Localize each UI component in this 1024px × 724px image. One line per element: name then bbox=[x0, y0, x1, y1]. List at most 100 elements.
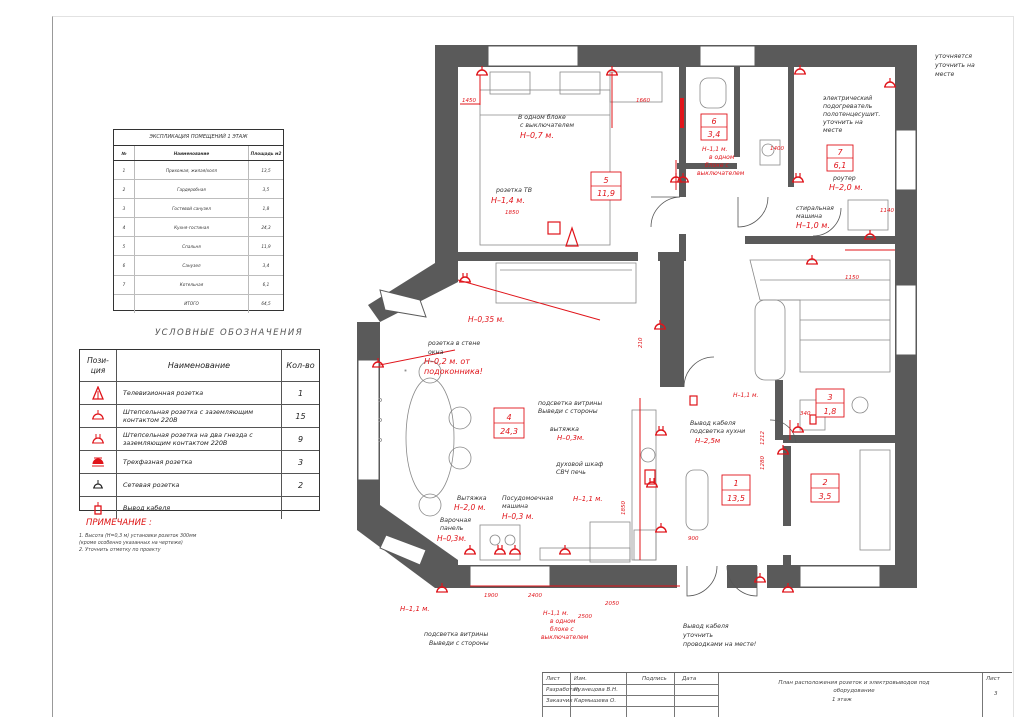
row-area: 3,5 bbox=[262, 186, 270, 192]
svg-text:блоке с: блоке с bbox=[705, 162, 729, 169]
socket-icon bbox=[883, 77, 897, 88]
svg-text:Варочная: Варочная bbox=[440, 517, 471, 524]
explication-table: ЭКСПЛИКАЦИЯ ПОМЕЩЕНИЙ 1 ЭТАЖ № Наименова… bbox=[113, 129, 284, 313]
svg-text:11,9: 11,9 bbox=[597, 189, 615, 198]
svg-text:900: 900 bbox=[688, 536, 699, 542]
electrical-lines bbox=[379, 72, 895, 587]
svg-text:3,4: 3,4 bbox=[708, 130, 721, 139]
svg-text:уточняется: уточняется bbox=[934, 53, 972, 60]
cable-outlet-icon bbox=[689, 395, 698, 406]
row-no: 7 bbox=[114, 275, 135, 294]
legend-row: Телевизионная розетка 1 bbox=[80, 382, 319, 405]
legend-header-qty: Кол-во bbox=[286, 361, 315, 370]
tb-chk-label: Заказчик bbox=[546, 698, 573, 704]
explication-title: ЭКСПЛИКАЦИЯ ПОМЕЩЕНИЙ 1 ЭТАЖ bbox=[114, 130, 283, 146]
row-area: 6,1 bbox=[262, 282, 270, 288]
legend-row: Вывод кабеля bbox=[80, 497, 319, 519]
svg-text:блоке с: блоке с bbox=[550, 626, 574, 633]
svg-text:2400: 2400 bbox=[528, 593, 542, 599]
svg-text:Вытяжка: Вытяжка bbox=[457, 495, 487, 502]
tb-dev-label: Разработал bbox=[546, 687, 580, 693]
legend-row: Сетевая розетка 2 bbox=[80, 474, 319, 497]
row-name: Гардеробная bbox=[135, 180, 249, 199]
svg-text:Выведи с стороны: Выведи с стороны bbox=[429, 640, 489, 647]
svg-text:месте: месте bbox=[935, 71, 954, 78]
svg-text:Н–2,0 м.: Н–2,0 м. bbox=[454, 503, 486, 512]
room-3: 31,8 bbox=[815, 388, 845, 418]
row-no: 6 bbox=[114, 256, 135, 275]
interior-walls bbox=[458, 67, 895, 567]
windows bbox=[357, 45, 917, 588]
svg-text:1450: 1450 bbox=[462, 98, 476, 104]
svg-text:6,1: 6,1 bbox=[834, 161, 847, 170]
svg-text:полотенцесушит.: полотенцесушит. bbox=[823, 111, 880, 118]
row-name: Гостевой санузел bbox=[135, 199, 249, 218]
svg-text:Н–1,0 м.: Н–1,0 м. bbox=[796, 221, 830, 230]
row-area: 13,5 bbox=[261, 167, 271, 173]
svg-text:Н–0,3м.: Н–0,3м. bbox=[557, 434, 584, 442]
svg-text:уточнить на: уточнить на bbox=[934, 62, 975, 69]
svg-text:Н–1,1 м.: Н–1,1 м. bbox=[733, 392, 758, 399]
tb-sheet-label: Лист bbox=[986, 676, 1000, 682]
svg-text:Н–1,1 м.: Н–1,1 м. bbox=[702, 146, 727, 153]
row-name: Кухня-гостиная bbox=[135, 218, 249, 237]
legend-qty: 9 bbox=[297, 434, 304, 444]
svg-text:Н–2,0 м.: Н–2,0 м. bbox=[829, 183, 863, 192]
socket-icon bbox=[791, 422, 805, 433]
row-area: 64,5 bbox=[261, 301, 271, 307]
svg-text:месте: месте bbox=[823, 127, 842, 134]
legend-name: Сетевая розетка bbox=[117, 474, 282, 496]
legend-name: Штепсельная розетка на два гнезда с зазе… bbox=[117, 428, 282, 450]
svg-text:1400: 1400 bbox=[770, 146, 784, 152]
svg-text:2: 2 bbox=[822, 478, 827, 487]
three-phase-socket-icon bbox=[80, 451, 117, 473]
legend-qty: 3 bbox=[297, 457, 304, 467]
legend-qty: 1 bbox=[297, 388, 304, 398]
note-text: 1. Высота (Н=0,3 м) установки розеток 30… bbox=[79, 533, 279, 554]
svg-text:1150: 1150 bbox=[845, 275, 859, 281]
row-no: 4 bbox=[114, 218, 135, 237]
svg-text:Н–1,1 м.: Н–1,1 м. bbox=[400, 605, 430, 613]
svg-text:Посудомоечная: Посудомоечная bbox=[502, 495, 553, 502]
row-no bbox=[114, 294, 135, 313]
svg-text:1850: 1850 bbox=[621, 501, 627, 515]
legend-name: Штепсельная розетка с заземляющим контак… bbox=[117, 405, 282, 427]
socket-icon bbox=[805, 254, 819, 265]
legend-table: Пози- ция Наименование Кол-во Телевизион… bbox=[79, 349, 320, 519]
svg-text:Вывод кабеля: Вывод кабеля bbox=[683, 622, 729, 630]
svg-text:выключателем: выключателем bbox=[697, 170, 745, 177]
svg-text:24,3: 24,3 bbox=[500, 427, 518, 436]
dimensions: 1450 1660 1850 210 1900 2050 2500 2400 9… bbox=[462, 98, 894, 620]
svg-text:роутер: роутер bbox=[832, 175, 856, 182]
svg-text:Вывод кабеля: Вывод кабеля bbox=[690, 419, 736, 427]
svg-text:стиральная: стиральная bbox=[796, 205, 834, 212]
tb-izm: Лист bbox=[546, 676, 560, 682]
legend-qty: 15 bbox=[295, 411, 306, 421]
tb-chk-name: Кармышева О. bbox=[574, 698, 617, 704]
double-socket-icon bbox=[493, 544, 507, 555]
svg-text:подсветка витрины: подсветка витрины bbox=[538, 400, 602, 407]
socket-icon bbox=[508, 544, 522, 555]
tb-dev-name: Кузнецова В.Н. bbox=[574, 687, 618, 693]
note-line: 1. Высота (Н=0,3 м) установки розеток 30… bbox=[79, 534, 197, 539]
svg-text:1140: 1140 bbox=[880, 208, 894, 214]
svg-text:210: 210 bbox=[638, 337, 644, 348]
tb-title: План расположения розеток и электровывод… bbox=[778, 680, 930, 694]
legend-title: УСЛОВНЫЕ ОБОЗНАЧЕНИЯ bbox=[155, 328, 304, 338]
svg-text:4: 4 bbox=[506, 413, 511, 422]
svg-text:Н–0,2 м. от: Н–0,2 м. от bbox=[424, 357, 470, 366]
svg-text:7: 7 bbox=[837, 148, 843, 157]
svg-text:1850: 1850 bbox=[505, 210, 519, 216]
svg-text:340: 340 bbox=[800, 411, 811, 417]
row-name: Санузел bbox=[135, 256, 249, 275]
svg-text:подсветка кухни: подсветка кухни bbox=[690, 428, 745, 435]
svg-text:окна: окна bbox=[428, 349, 444, 356]
svg-text:подогреватель: подогреватель bbox=[823, 103, 873, 110]
svg-text:1660: 1660 bbox=[636, 98, 650, 104]
room-7: 76,1 bbox=[826, 144, 854, 172]
